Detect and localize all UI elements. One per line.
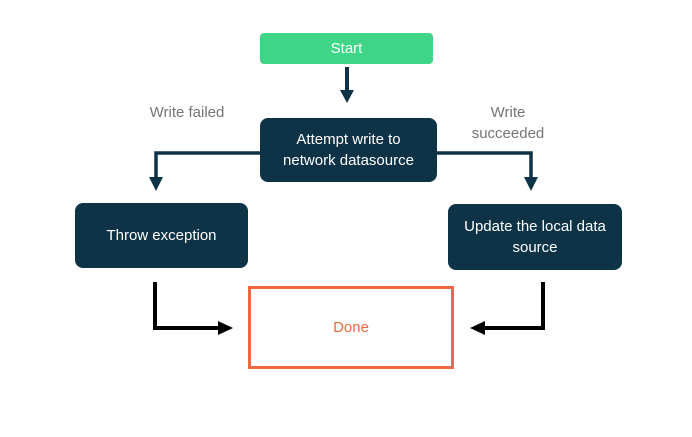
node-start: Start <box>260 33 433 64</box>
edge-attempt-to-update <box>437 151 538 191</box>
arrowhead-down-icon <box>340 90 354 103</box>
arrowhead-down-icon <box>149 177 163 191</box>
edge-attempt-to-throw <box>149 151 260 191</box>
edge-label-write-failed: Write failed <box>149 104 225 121</box>
node-update-local-data-source: Update the local data source <box>448 204 622 270</box>
arrowhead-right-icon <box>218 321 233 335</box>
edge-update-to-done <box>470 282 545 335</box>
node-attempt-write: Attempt write to network datasource <box>260 118 437 182</box>
arrowhead-left-icon <box>470 321 485 335</box>
node-throw-exception: Throw exception <box>75 203 248 268</box>
edge-label-write-succeeded: Write succeeded <box>471 104 545 142</box>
edge-throw-to-done <box>153 282 233 335</box>
edge-start-to-attempt <box>340 67 354 103</box>
node-done: Done <box>248 286 454 369</box>
arrowhead-down-icon <box>524 177 538 191</box>
